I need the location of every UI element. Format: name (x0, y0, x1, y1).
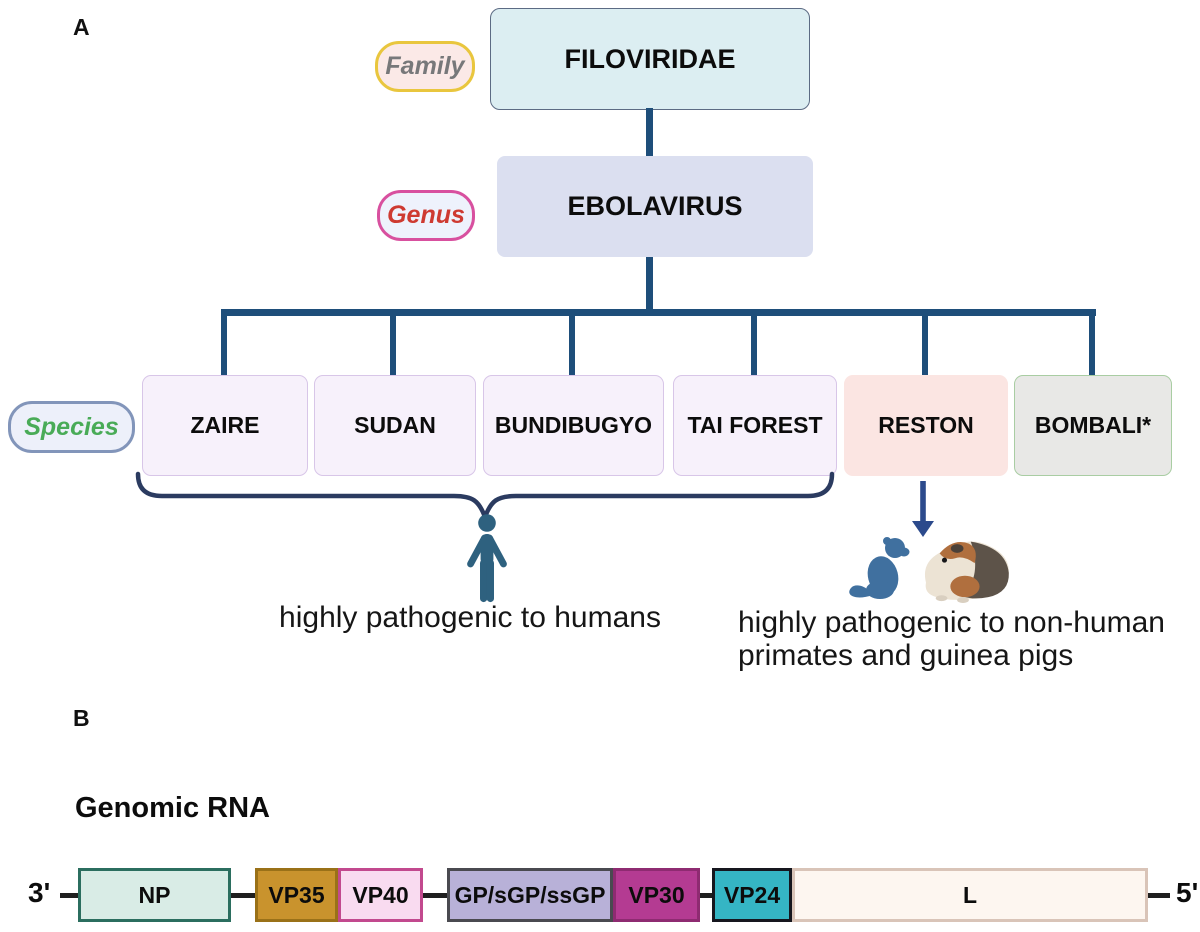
family-tag-pill: Family (375, 41, 475, 92)
gene-box-gp: GP/sGP/ssGP (447, 868, 613, 922)
tree-drop-bundibugyo (569, 312, 575, 375)
genome-backbone-segment (421, 893, 449, 898)
species-node-bombali: BOMBALI* (1014, 375, 1172, 476)
genus-node-ebolavirus: EBOLAVIRUS (497, 156, 813, 257)
tree-drop-taiforest (751, 312, 757, 375)
panel-b-label: B (73, 705, 90, 731)
family-node-filoviridae: FILOVIRIDAE (490, 8, 810, 110)
caption-nhp-line2: primates and guinea pigs (738, 639, 1074, 672)
genus-tag-pill: Genus (377, 190, 475, 241)
species-node-text: SUDAN (354, 412, 436, 438)
gene-label: VP35 (268, 881, 325, 908)
tree-drop-zaire (221, 312, 227, 375)
family-node-text: FILOVIRIDAE (564, 43, 736, 74)
species-node-text: BOMBALI* (1034, 412, 1152, 438)
tree-drop-bombali (1089, 312, 1095, 375)
human-icon (467, 514, 507, 603)
species-node-sudan: SUDAN (314, 375, 476, 476)
species-node-text: TAI FOREST (687, 412, 823, 438)
caption-nhp-line1: highly pathogenic to non-human (738, 606, 1165, 639)
gene-label: GP/sGP/ssGP (454, 881, 606, 908)
tree-drop-sudan (390, 312, 396, 375)
gene-label: NP (138, 881, 171, 908)
genus-tag-text: Genus (387, 201, 465, 229)
species-node-taiforest: TAI FOREST (673, 375, 837, 476)
species-node-zaire: ZAIRE (142, 375, 308, 476)
gene-box-np: NP (78, 868, 231, 922)
species-tag-text: Species (24, 412, 119, 441)
genome-backbone-segment (698, 893, 714, 898)
gene-box-vp24: VP24 (712, 868, 792, 922)
gene-box-vp40: VP40 (338, 868, 423, 922)
gene-label: VP40 (352, 881, 409, 908)
gene-box-vp35: VP35 (255, 868, 338, 922)
monkey-icon (849, 537, 910, 599)
gene-label: L (962, 881, 978, 908)
guinea-pig-icon (924, 541, 1009, 604)
species-tag-pill: Species (8, 401, 135, 453)
five-prime-label: 5' (1176, 877, 1199, 908)
species-node-text: ZAIRE (190, 412, 260, 438)
tree-connector-bar (221, 309, 1096, 316)
gene-box-vp30: VP30 (613, 868, 700, 922)
genome-backbone-segment (229, 893, 257, 898)
gene-box-l: L (792, 868, 1148, 922)
down-arrow-icon (912, 481, 934, 537)
tree-connector-family-genus (646, 108, 653, 156)
species-node-bundibugyo: BUNDIBUGYO (483, 375, 664, 476)
tree-connector-genus-stem (646, 257, 653, 315)
panel-a-label: A (73, 14, 90, 40)
genomic-rna-title: Genomic RNA (75, 792, 270, 824)
caption-human-pathogenic: highly pathogenic to humans (279, 601, 661, 634)
gene-label: VP30 (628, 881, 685, 908)
family-tag-text: Family (385, 52, 465, 80)
species-node-reston: RESTON (844, 375, 1008, 476)
species-node-text: BUNDIBUGYO (494, 412, 653, 438)
caption-nhp-pathogenic: highly pathogenic to non-human primates … (738, 606, 1198, 672)
tree-drop-reston (922, 312, 928, 375)
gene-label: VP24 (723, 881, 781, 908)
species-node-text: RESTON (878, 412, 974, 438)
three-prime-label: 3' (28, 877, 51, 908)
genome-backbone-segment (1146, 893, 1170, 898)
genus-node-text: EBOLAVIRUS (567, 191, 743, 221)
genome-backbone-segment (60, 893, 80, 898)
